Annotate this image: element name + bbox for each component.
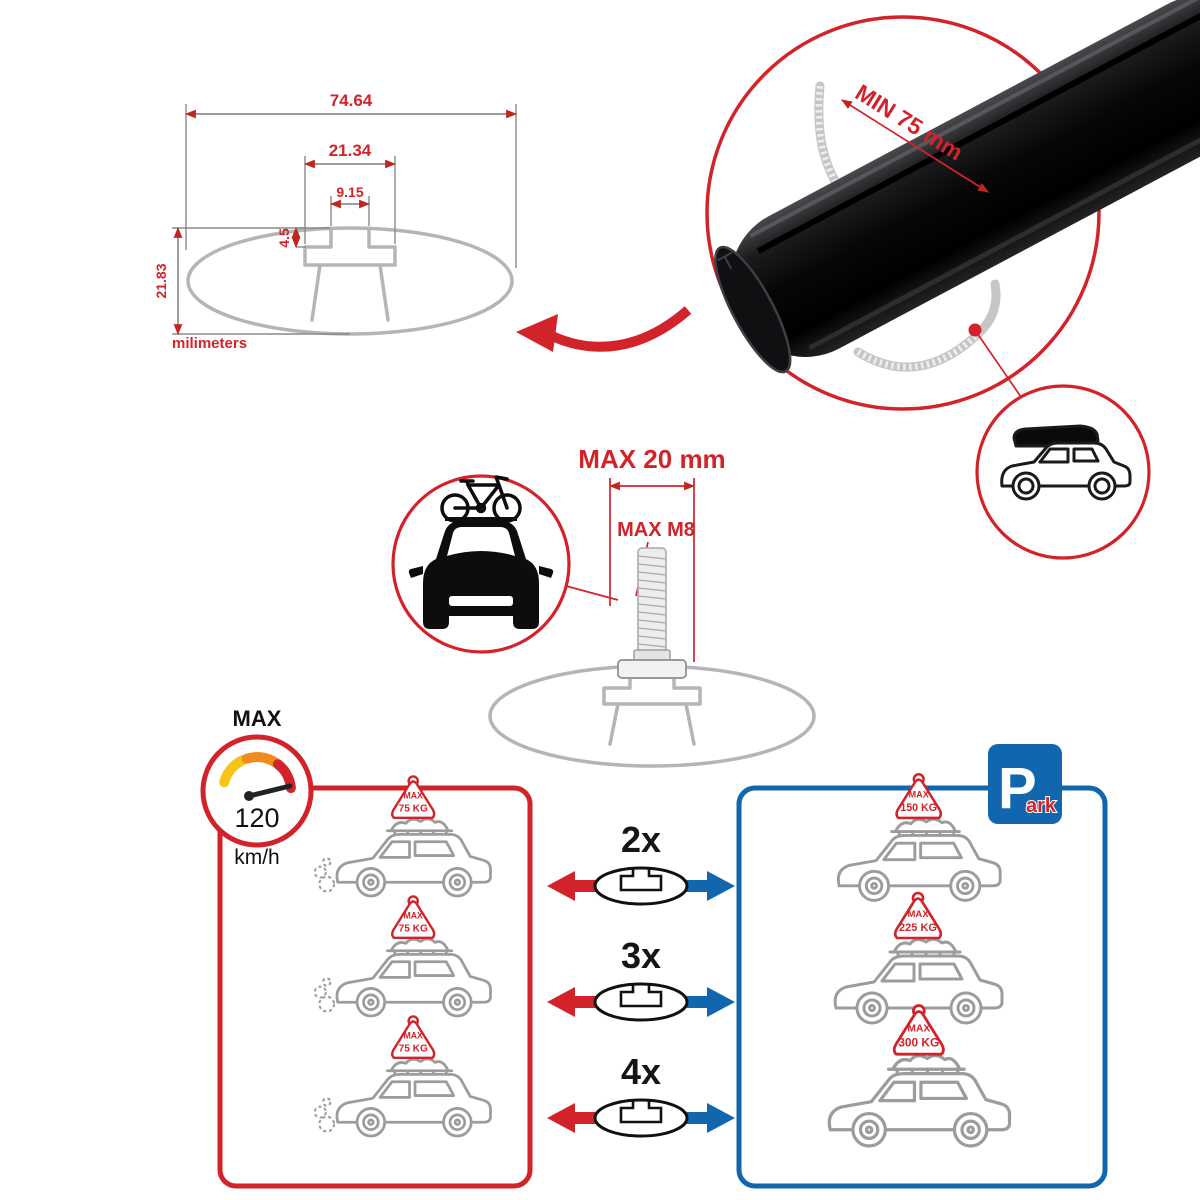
car-front-icon	[408, 517, 554, 629]
svg-text:MAX: MAX	[403, 791, 423, 801]
speed-value: 120	[234, 803, 279, 833]
arrowhead	[516, 314, 558, 352]
bar-profile-ellipse	[186, 226, 514, 336]
vehicle-bike-circle	[391, 474, 619, 654]
t-slot-channel	[303, 227, 397, 267]
svg-text:75 KG: 75 KG	[399, 803, 428, 814]
car-load-right-2: MAX 225 KG	[833, 891, 1004, 1025]
gauge-needle	[246, 783, 293, 799]
load-tag: MAX 150 KG	[895, 773, 943, 820]
park-sign: P ark	[988, 744, 1062, 824]
dim-slot-depth: 4.5	[276, 228, 292, 248]
load-tag: MAX 225 KG	[893, 891, 943, 940]
multiplier-label: 3x	[621, 935, 661, 976]
dim-total-width: 74.64	[330, 91, 373, 110]
multiplier-label: 4x	[621, 1051, 661, 1092]
svg-text:75 KG: 75 KG	[399, 923, 428, 934]
threaded-bolt	[617, 547, 687, 679]
dim-total-height: 21.83	[153, 263, 169, 298]
crossbar-photo	[714, 0, 1200, 374]
car-load-right-3: MAX 300 KG	[827, 1004, 1012, 1148]
bar-count-row-1: 2x	[547, 819, 735, 906]
park-sign-rest: ark	[1026, 795, 1057, 817]
car-load-right-1: MAX 150 KG	[836, 773, 1002, 902]
svg-text:75 KG: 75 KG	[399, 1043, 428, 1054]
dim-slot-width: 9.15	[336, 184, 363, 200]
detail-circle-outline	[705, 15, 1101, 411]
units-label: milimeters	[172, 335, 247, 352]
svg-text:300 KG: 300 KG	[898, 1036, 939, 1050]
speed-max-label: MAX	[233, 706, 282, 731]
bar-section-icon	[593, 982, 689, 1022]
speed-limit-gauge: MAX 120 km/h	[200, 706, 314, 869]
svg-text:MAX: MAX	[403, 1031, 423, 1041]
connector-to-vehicle	[974, 329, 1022, 398]
load-tag: MAX 75 KG	[391, 775, 436, 820]
svg-text:MAX: MAX	[908, 790, 929, 800]
suv-with-roofbox	[1000, 424, 1132, 501]
bar-section-icon	[593, 1098, 689, 1138]
load-tag: MAX 75 KG	[391, 1015, 436, 1060]
u-bolt-lower-bend	[853, 279, 1001, 372]
svg-text:MAX: MAX	[403, 911, 423, 921]
min-span-arrow	[841, 99, 989, 193]
bar-count-row-2: 3x	[547, 935, 735, 1022]
svg-text:225 KG: 225 KG	[899, 922, 937, 934]
svg-text:MAX: MAX	[907, 909, 929, 920]
bolt-spec-diagram: MAX 20 mm MAX M8	[488, 444, 816, 768]
u-bolt-upper-arm	[814, 81, 843, 191]
car-load-left-3: MAX 75 KG	[313, 1015, 492, 1138]
dim-channel-width: 21.34	[329, 141, 372, 160]
speed-unit: km/h	[234, 846, 280, 869]
bar-section-icon	[593, 866, 689, 906]
park-sign-letter: P	[998, 756, 1037, 821]
bar-count-row-3: 4x	[547, 1051, 735, 1138]
pointer-arrow-to-cross-section	[516, 306, 692, 352]
park-sign-plate	[988, 744, 1062, 824]
cross-section-drawing: 74.64 21.34 9.15 4.5 21.83 milimeters	[153, 91, 518, 352]
bolt-max-length-label: MAX 20 mm	[578, 444, 725, 474]
svg-text:MAX: MAX	[907, 1023, 930, 1034]
bar-end-cap	[714, 245, 792, 374]
car-load-left-2: MAX 75 KG	[313, 895, 492, 1018]
crossbar-detail-circle: MIN 75 mm	[705, 0, 1200, 411]
bar-slot-cross-section	[488, 664, 816, 768]
svg-text:150 KG: 150 KG	[900, 802, 937, 814]
connector-to-bolt	[565, 585, 619, 601]
load-tag: MAX 300 KG	[892, 1004, 945, 1056]
car-load-left-1: MAX 75 KG	[313, 775, 492, 898]
multiplier-label: 2x	[621, 819, 661, 860]
center-web	[310, 263, 390, 322]
vehicle-roofbox-circle	[975, 384, 1151, 560]
bolt-max-thread-label: MAX M8	[617, 519, 695, 541]
load-tag: MAX 75 KG	[391, 895, 436, 940]
